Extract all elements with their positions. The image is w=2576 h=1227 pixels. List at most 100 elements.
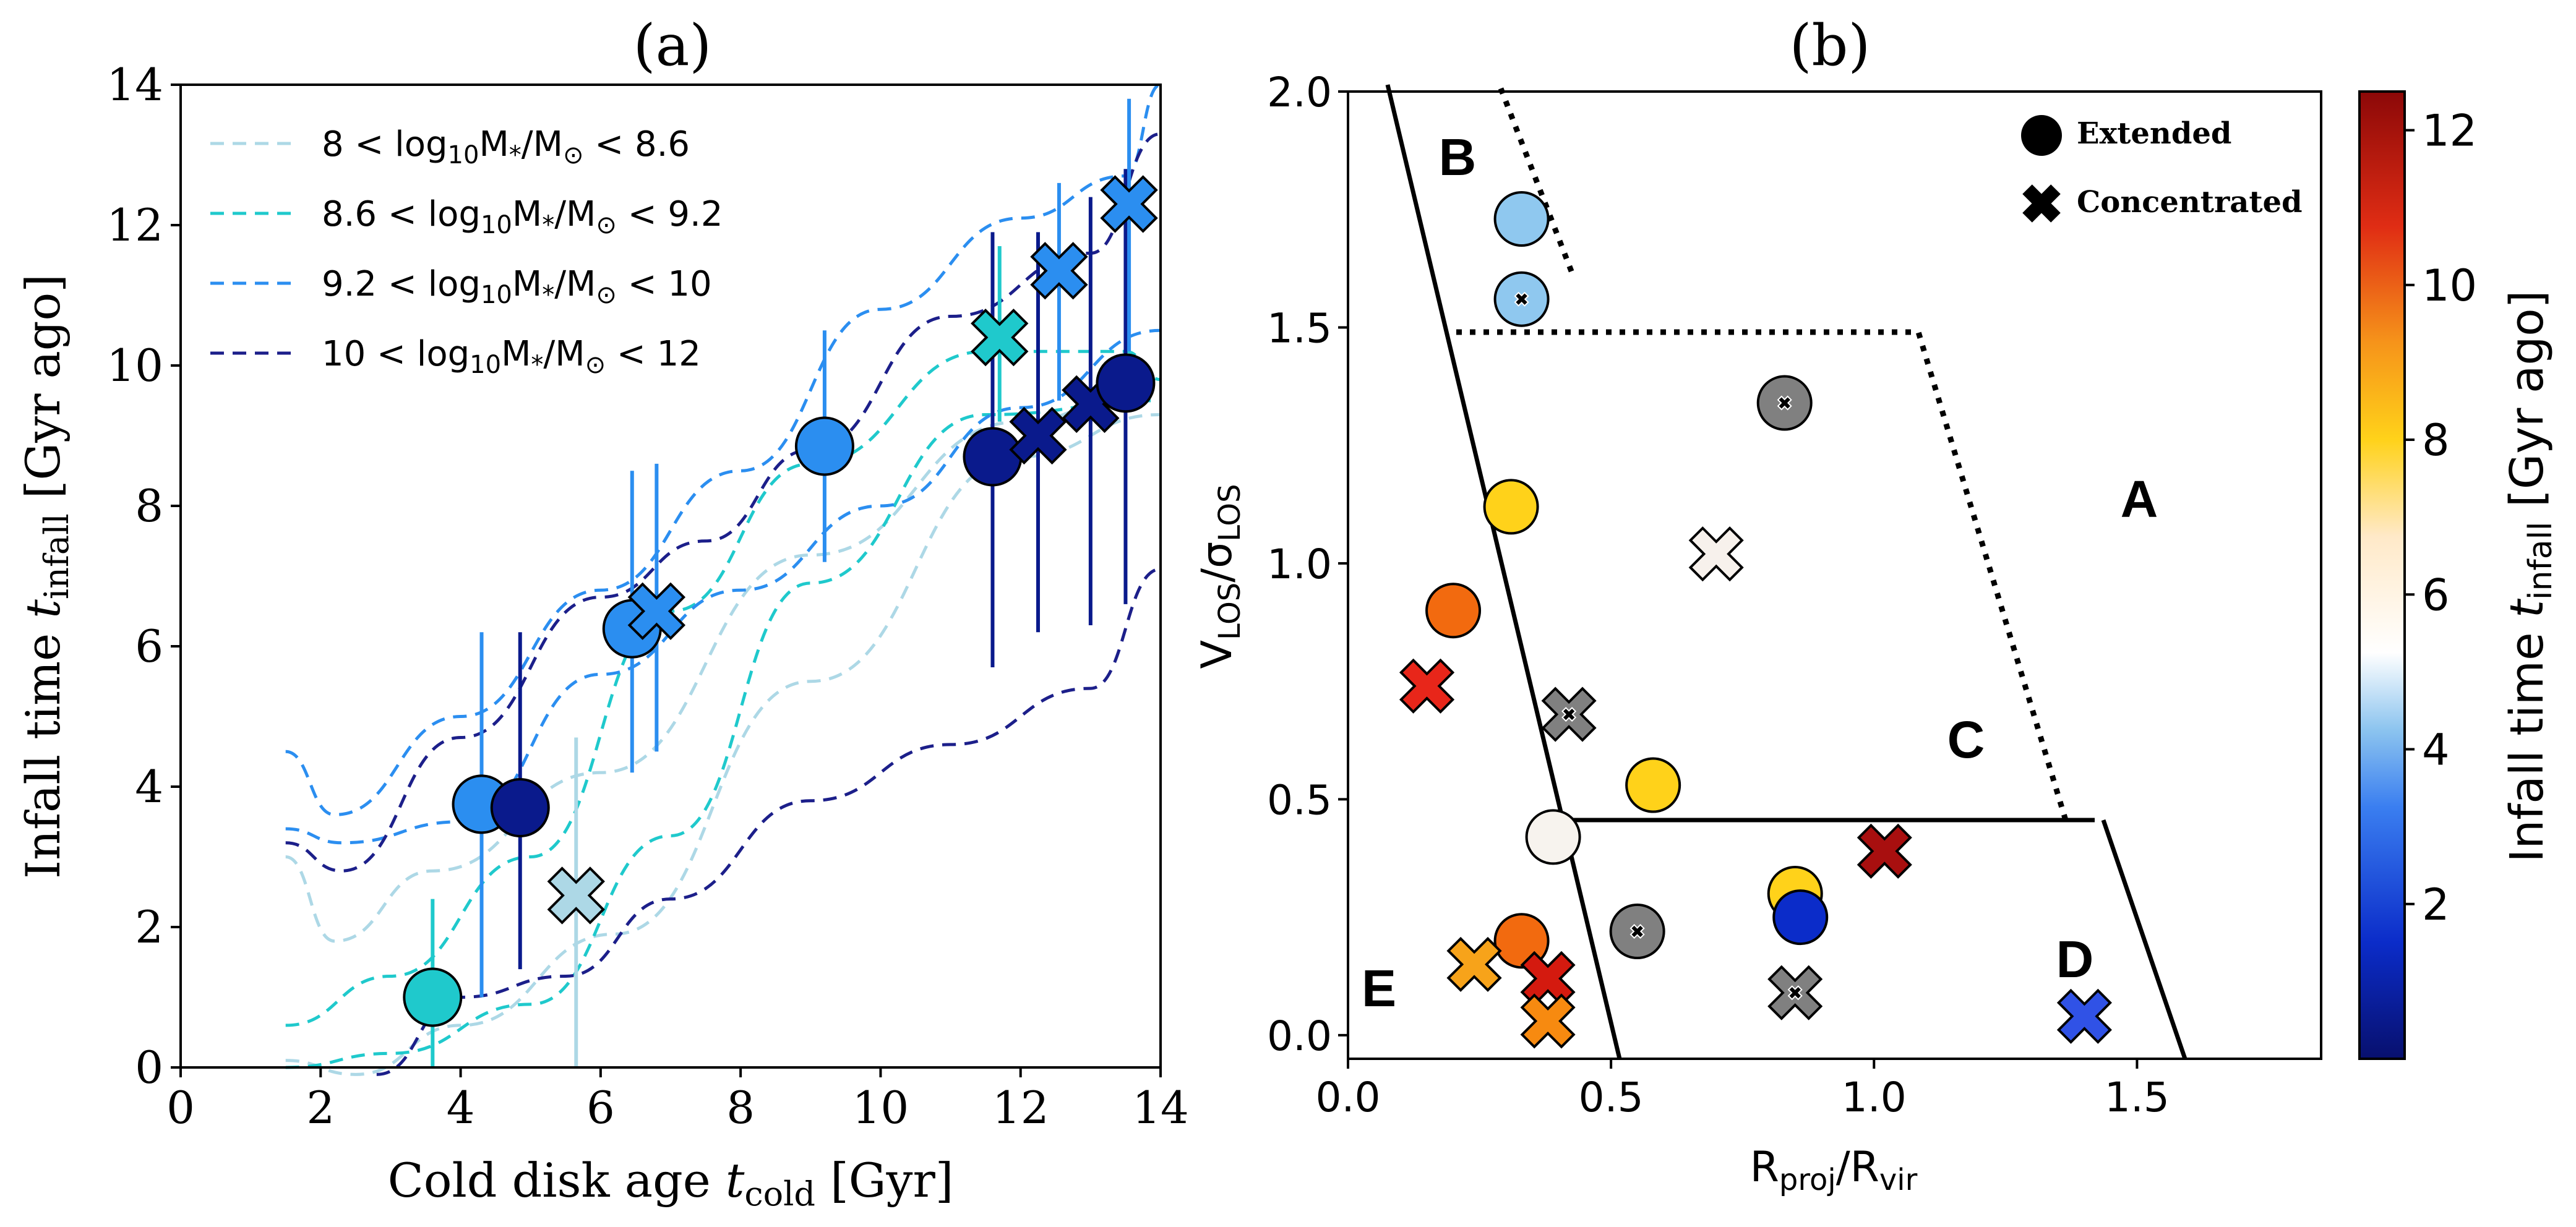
region-label-d: D bbox=[2056, 930, 2094, 988]
y-tick-label: 12 bbox=[106, 199, 163, 251]
data-point-cross bbox=[1520, 993, 1576, 1049]
envelope-curve bbox=[285, 378, 1161, 943]
data-point-circle bbox=[1096, 353, 1156, 413]
region-label-e: E bbox=[1362, 959, 1396, 1017]
legend-label: 8.6 < log10M*/M⊙ < 9.2 bbox=[322, 194, 723, 239]
data-point-cross bbox=[2056, 988, 2112, 1044]
x-tick-label: 8 bbox=[726, 1082, 755, 1134]
data-point-center-mark bbox=[1787, 985, 1803, 1001]
colorbar-label: Infall time tinfall [Gyr ago] bbox=[2501, 291, 2559, 863]
envelope-curve bbox=[285, 399, 1161, 1069]
legend: 8 < log10M*/M⊙ < 8.6 8.6 < log10M*/M⊙ < 9… bbox=[210, 124, 723, 379]
data-point-circle bbox=[1483, 479, 1539, 535]
y-tick-label: 0 bbox=[135, 1041, 163, 1093]
y-tick-label: 2.0 bbox=[1267, 69, 1332, 116]
data-point-center-mark bbox=[1561, 707, 1577, 722]
data-point-cross bbox=[1399, 658, 1455, 714]
data-point-circle bbox=[963, 427, 1023, 487]
colorbar-gradient bbox=[2358, 90, 2406, 1060]
x-tick-label: 14 bbox=[1132, 1082, 1189, 1134]
x-tick-label: 1.5 bbox=[2105, 1074, 2170, 1121]
data-point-cross bbox=[1857, 823, 1912, 879]
error-bars bbox=[431, 98, 1131, 1067]
legend-label: 8 < log10M*/M⊙ < 8.6 bbox=[322, 124, 690, 169]
legend-label-concentrated: Concentrated bbox=[2077, 185, 2303, 220]
y-tick-label: 2 bbox=[135, 901, 163, 953]
data-point-cross bbox=[1100, 175, 1158, 233]
colorbar-tick-label: 2 bbox=[2422, 879, 2450, 930]
data-point-center-mark bbox=[1777, 395, 1792, 411]
x-tick-label: 0 bbox=[166, 1082, 195, 1134]
legend-label: 10 < log10M*/M⊙ < 12 bbox=[322, 334, 701, 379]
data-point-cross bbox=[1446, 936, 1502, 992]
colorbar-tick-label: 12 bbox=[2422, 106, 2477, 156]
region-label-c: C bbox=[1947, 711, 1985, 769]
y-tick-label: 14 bbox=[106, 59, 163, 111]
data-point-circle bbox=[403, 967, 463, 1027]
data-point-circle bbox=[1425, 583, 1482, 639]
y-tick-label: 0.0 bbox=[1267, 1012, 1332, 1060]
colorbar-tick-label: 4 bbox=[2422, 725, 2450, 776]
x-tick-label: 4 bbox=[447, 1082, 475, 1134]
envelope-curve bbox=[285, 132, 1161, 873]
data-point-circle bbox=[794, 416, 854, 476]
x-tick-label: 6 bbox=[586, 1082, 615, 1134]
legend: Extended Concentrated bbox=[2021, 115, 2303, 223]
data-point-center-mark bbox=[1629, 923, 1645, 939]
x-tick-label: 12 bbox=[992, 1082, 1049, 1134]
colorbar-tick-label: 8 bbox=[2422, 415, 2450, 466]
data-point-cross bbox=[547, 866, 605, 925]
region-label-a: A bbox=[2121, 470, 2158, 528]
y-ticks: 0.0 0.5 1.0 1.5 2.0 bbox=[1267, 69, 1348, 1060]
boundary-line-d-right bbox=[2101, 819, 2187, 1060]
x-tick-label: 0.0 bbox=[1316, 1074, 1381, 1121]
x-tick-label: 0.5 bbox=[1579, 1074, 1644, 1121]
boundary-line-c-dotted bbox=[1456, 329, 2069, 821]
region-label-b: B bbox=[1439, 128, 1477, 186]
data-points bbox=[1399, 190, 2112, 1049]
x-ticks: 0 2 4 6 8 10 12 14 bbox=[166, 1067, 1189, 1134]
x-tick-label: 1.0 bbox=[1842, 1074, 1907, 1121]
y-tick-label: 10 bbox=[106, 340, 163, 391]
data-point-cross bbox=[1009, 406, 1067, 465]
data-point-circle bbox=[1525, 809, 1581, 865]
y-tick-label: 1.0 bbox=[1267, 541, 1332, 588]
colorbar: 2 4 6 8 10 12 Infall time tinfall [Gyr ago] bbox=[2358, 90, 2559, 1060]
x-tick-label: 10 bbox=[852, 1082, 909, 1134]
data-point-center-mark bbox=[1514, 291, 1529, 307]
data-point-cross bbox=[627, 582, 686, 640]
y-tick-label: 8 bbox=[135, 480, 163, 532]
x-axis-label: Rproj/Rvir bbox=[1750, 1143, 1918, 1197]
legend-circle-marker bbox=[2021, 115, 2062, 156]
colorbar-ticks: 2 4 6 8 10 12 bbox=[2405, 106, 2477, 930]
legend-label: 9.2 < log10M*/M⊙ < 10 bbox=[322, 264, 712, 309]
y-axis-label: Infall time tinfall [Gyr ago] bbox=[15, 274, 76, 879]
boundary-line-left bbox=[1385, 84, 1622, 1059]
data-point-circle bbox=[490, 778, 550, 838]
panel-a-label: (a) bbox=[633, 12, 712, 79]
data-point-cross bbox=[971, 308, 1029, 367]
x-ticks: 0.0 0.5 1.0 1.5 bbox=[1316, 1059, 2170, 1121]
panel-b-frame bbox=[1347, 90, 2322, 1060]
envelope-curve bbox=[285, 83, 1161, 816]
y-tick-label: 0.5 bbox=[1267, 776, 1332, 824]
data-points bbox=[403, 175, 1158, 1027]
data-point-circle bbox=[1493, 190, 1550, 247]
data-point-circle bbox=[1772, 889, 1829, 946]
y-tick-label: 6 bbox=[135, 620, 163, 672]
y-tick-label: 1.5 bbox=[1267, 304, 1332, 352]
data-point-cross bbox=[1520, 951, 1576, 1006]
legend-cross-marker bbox=[2022, 184, 2061, 223]
y-ticks: 0 2 4 6 8 10 12 14 bbox=[106, 59, 181, 1093]
data-point-circle bbox=[1625, 757, 1681, 813]
boundary-line-b-dotted bbox=[1498, 87, 1575, 274]
y-tick-label: 4 bbox=[135, 761, 163, 813]
colorbar-tick-label: 6 bbox=[2422, 570, 2450, 620]
data-point-cross bbox=[1688, 526, 1744, 582]
legend-label-extended: Extended bbox=[2077, 116, 2231, 151]
colorbar-tick-label: 10 bbox=[2422, 260, 2477, 311]
x-tick-label: 2 bbox=[306, 1082, 335, 1134]
